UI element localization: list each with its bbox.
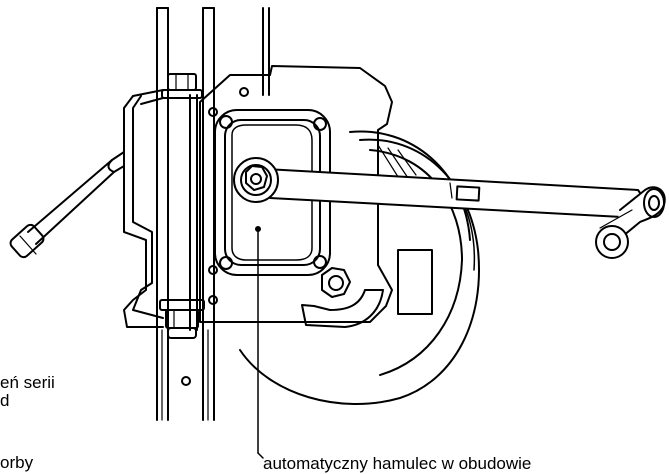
brake-callout-leader [255,226,264,459]
housing-screw [313,255,327,269]
housing-screw [313,117,327,131]
annotation-left-2: d [0,391,10,410]
plate-bolt [208,107,218,117]
plate-bolt [208,295,218,305]
rope-line [262,7,270,96]
brake-callout-label: automatyczny hamulec w obudowie [263,454,532,473]
plate-bolt [208,265,218,275]
clamp-bracket [123,89,198,331]
mounting-plate [199,65,393,323]
crank-hub-nut [233,157,279,203]
housing-screw [219,115,233,129]
clamp-bolt-top [161,73,203,99]
plate-bolt [239,87,249,97]
left-crank-handle [9,151,125,259]
mast-hole [181,376,191,386]
crank-arm [247,167,651,219]
arm-slot [455,185,481,202]
drum-window [397,249,433,315]
lower-nut [301,267,384,328]
annotation-left-1: eń serii [0,373,55,392]
clamp-bolt-bottom [159,299,205,339]
vertical-mast [156,7,215,421]
right-crank-handle [595,186,666,259]
housing-screw [219,256,233,270]
annotation-left-3: orby [0,453,34,472]
